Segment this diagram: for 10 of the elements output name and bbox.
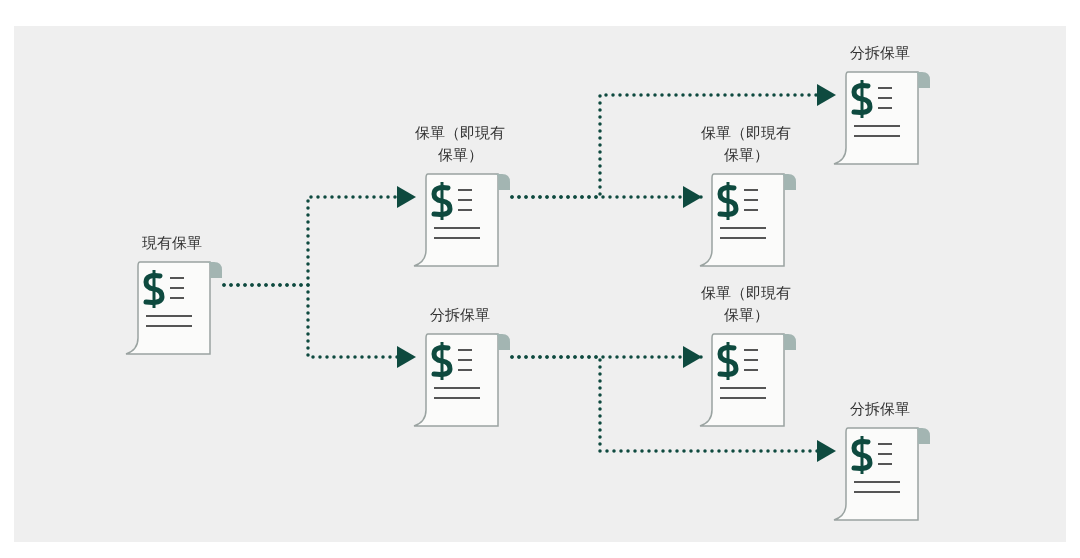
node-label: 保單（即現有保單）: [700, 283, 792, 326]
dotted-arrow: [222, 283, 418, 368]
node-label: 現有保單: [141, 233, 203, 254]
dotted-arrow: [510, 355, 838, 462]
node-label: 分拆保單: [429, 305, 491, 326]
node-label: 分拆保單: [849, 43, 911, 64]
node-label: 保單（即現有保單）: [414, 123, 506, 166]
node-label: 分拆保單: [849, 399, 911, 420]
node-label: 保單（即現有保單）: [700, 123, 792, 166]
dotted-arrow: [510, 186, 704, 208]
